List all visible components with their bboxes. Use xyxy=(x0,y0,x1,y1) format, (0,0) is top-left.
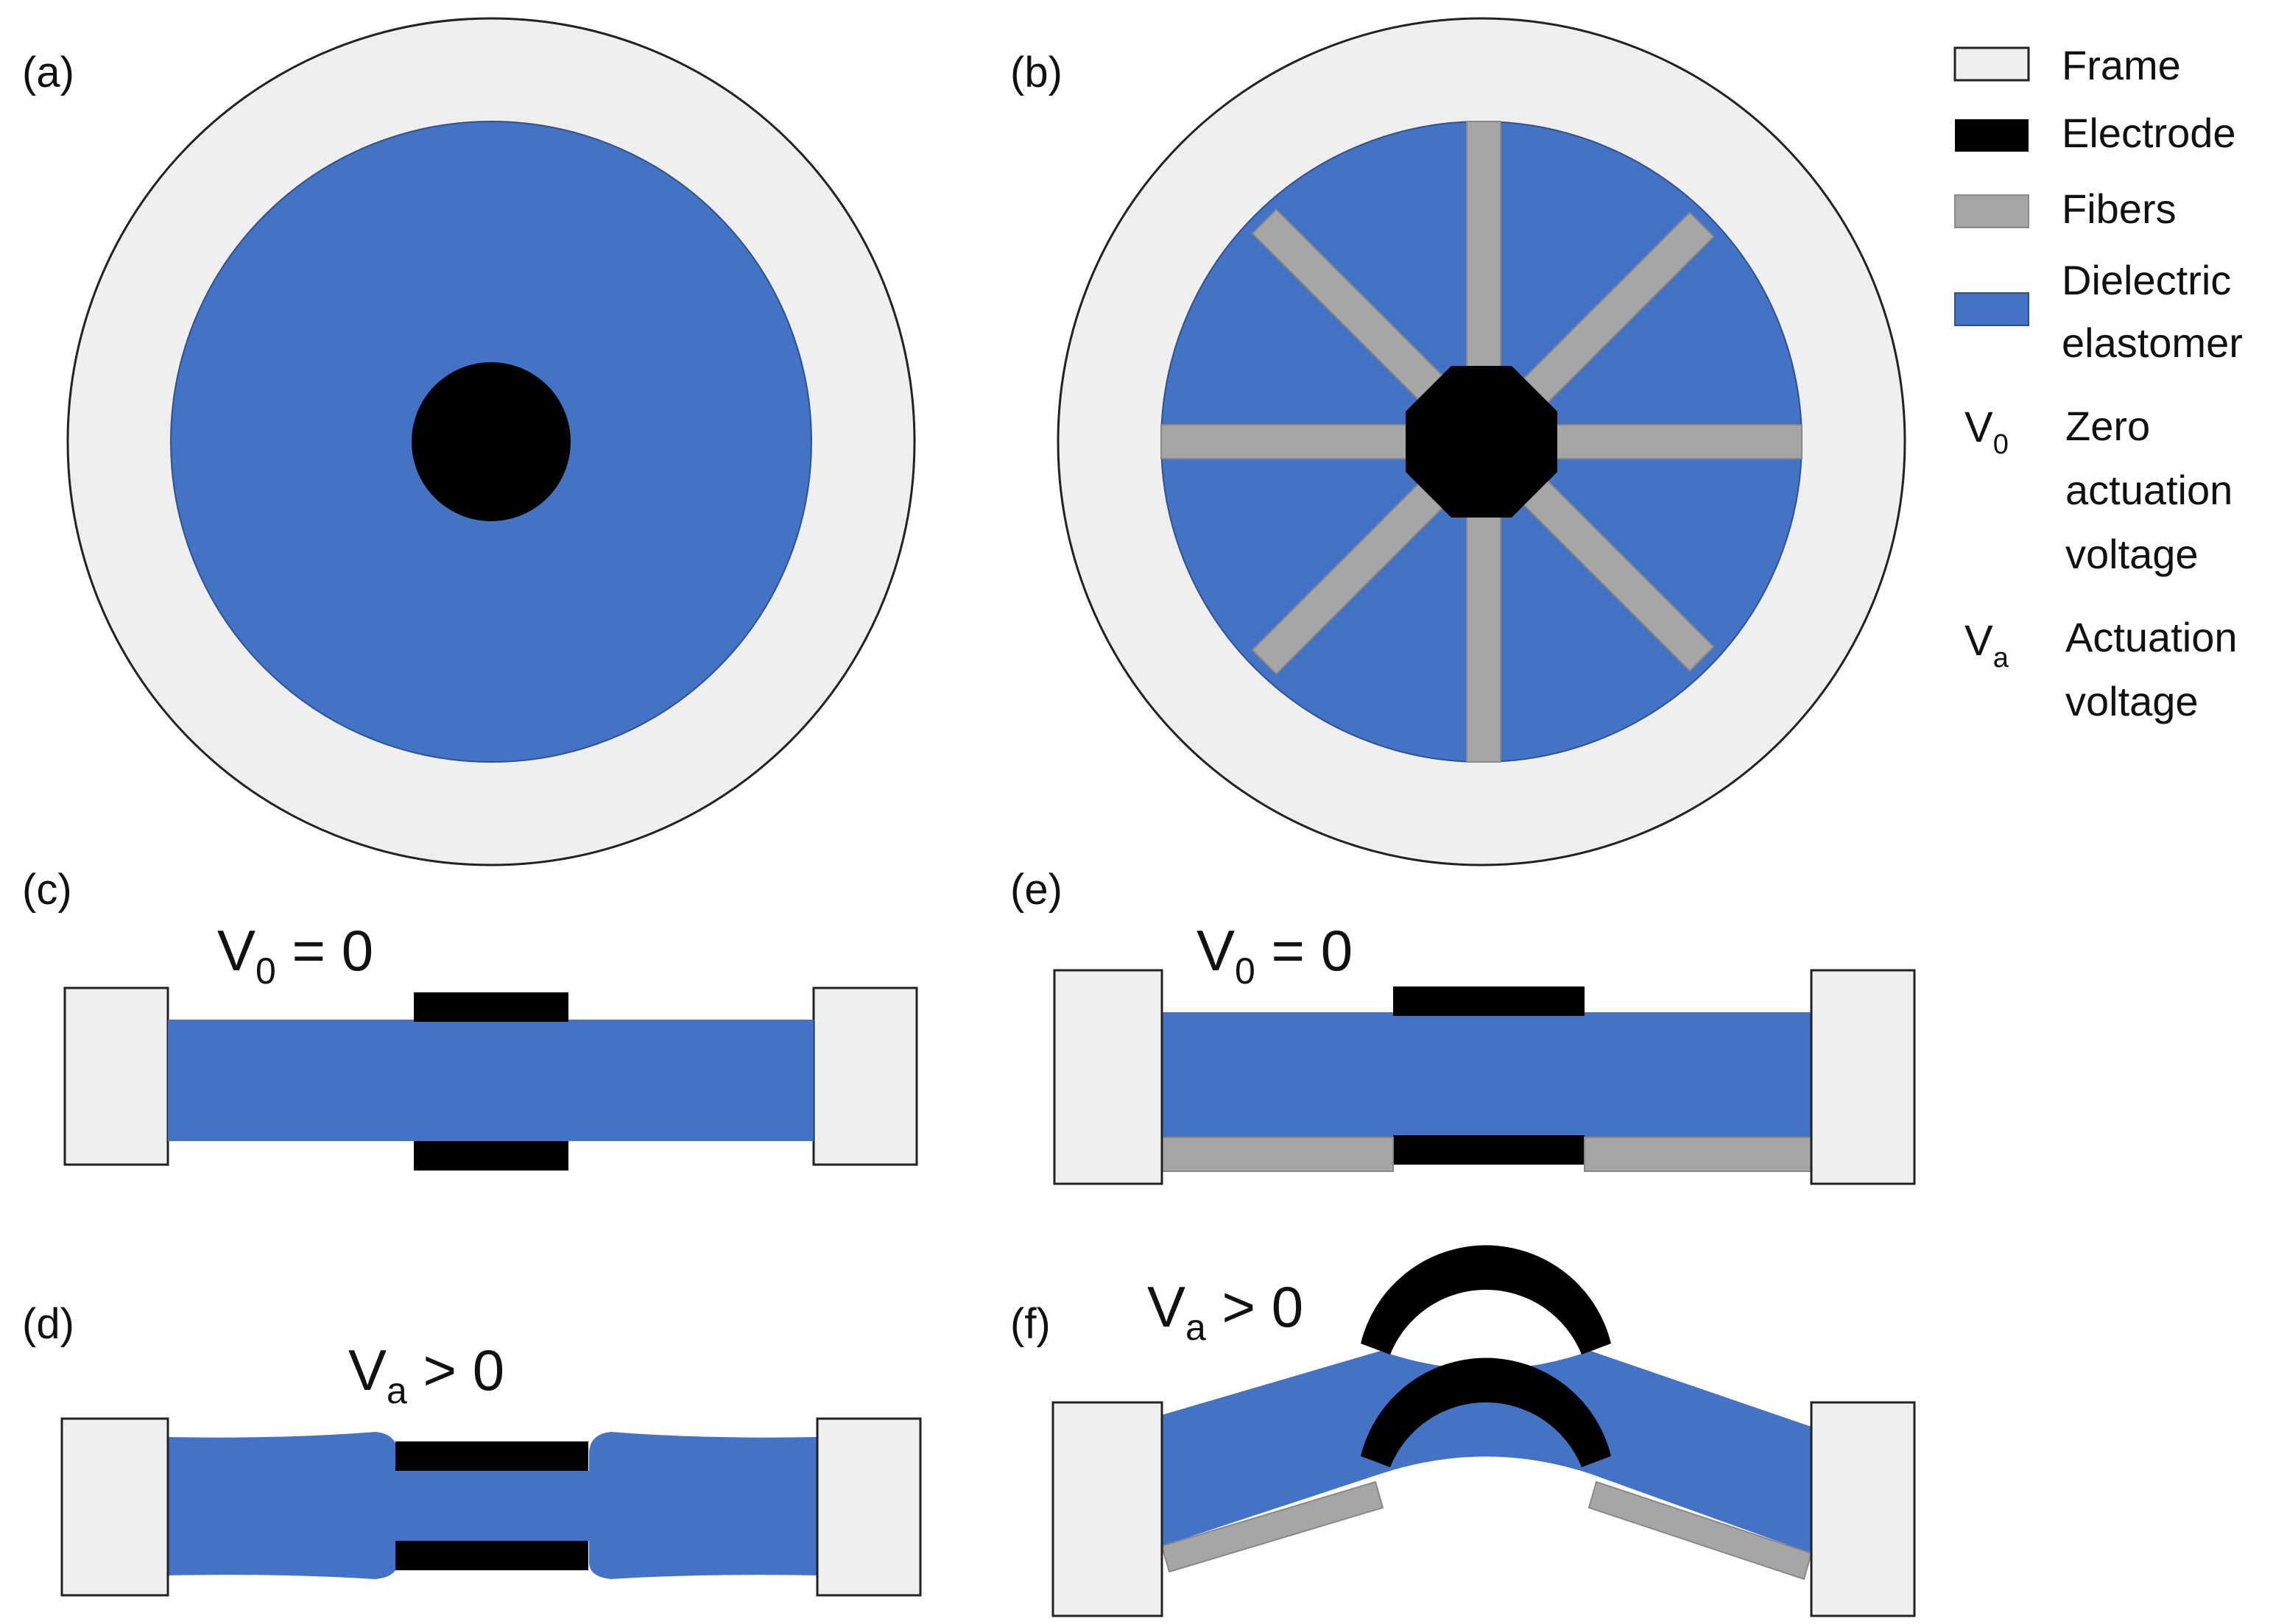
electrode-bottom-f xyxy=(1361,1358,1611,1467)
legend-dielectric-swatch xyxy=(1954,292,2029,326)
panel-c-label: (c) xyxy=(22,866,72,914)
frame-right-e xyxy=(1810,969,1916,1185)
frame-left-d xyxy=(60,1417,169,1597)
panel-d: (d) Va > 0 xyxy=(22,1300,922,1597)
frame-left-c xyxy=(63,986,169,1166)
legend-electrode-label: Electrode xyxy=(2062,110,2236,156)
legend-frame-swatch xyxy=(1953,46,2030,82)
electrode-top-d xyxy=(395,1441,588,1471)
legend-fibers-label: Fibers xyxy=(2062,186,2177,232)
electrode-top-e xyxy=(1393,986,1585,1016)
legend-electrode-swatch xyxy=(1955,119,2029,152)
panel-f-voltage: Va > 0 xyxy=(1147,1274,1303,1348)
legend-fibers-swatch xyxy=(1954,194,2029,228)
dielectric-thin-center-d xyxy=(394,1471,593,1541)
dielectric-bent-f xyxy=(1162,1351,1811,1553)
electrode-bottom-c xyxy=(414,1141,568,1171)
panel-c: (c) V0 = 0 xyxy=(22,866,918,1171)
frame-right-f xyxy=(1810,1401,1916,1617)
panel-e-label: (e) xyxy=(1010,866,1063,914)
electrode-bottom-d xyxy=(395,1541,588,1570)
frame-right-d xyxy=(816,1417,922,1597)
legend-dielectric-line1: Dielectric xyxy=(2062,257,2231,303)
frame-left-f xyxy=(1051,1401,1163,1617)
panel-b: (b) xyxy=(1010,17,1906,866)
electrode-top-f xyxy=(1361,1245,1611,1355)
panel-f: (f) Va > 0 xyxy=(1010,1245,1916,1617)
legend-frame-label: Frame xyxy=(2062,42,2181,88)
panel-e-voltage: V0 = 0 xyxy=(1197,918,1353,992)
electrode-disk-a xyxy=(412,362,571,521)
dielectric-bulge-left-d xyxy=(168,1432,398,1579)
panel-a-label: (a) xyxy=(22,49,74,96)
legend-va-line1: Actuation xyxy=(2065,614,2238,660)
electrode-top-c xyxy=(414,992,568,1022)
panel-f-label: (f) xyxy=(1010,1300,1051,1348)
legend: Frame Electrode Fibers Dielectric elasto… xyxy=(1953,42,2243,724)
legend-va-symbol: Va xyxy=(1964,617,2009,674)
panel-e: (e) V0 = 0 xyxy=(1010,866,1916,1185)
dielectric-layer-e xyxy=(1162,1012,1811,1137)
fiber-right-f xyxy=(1587,1480,1813,1581)
legend-v0-line3: voltage xyxy=(2065,531,2199,577)
dielectric-layer-c xyxy=(168,1020,814,1141)
panel-d-voltage: Va > 0 xyxy=(348,1338,504,1411)
frame-left-e xyxy=(1053,969,1163,1185)
legend-v0-symbol: V0 xyxy=(1964,403,2009,460)
dielectric-bulge-right-d xyxy=(589,1432,817,1579)
fiber-left-f xyxy=(1160,1480,1384,1573)
legend-v0-line1: Zero xyxy=(2065,403,2150,449)
panel-b-label: (b) xyxy=(1010,49,1063,96)
legend-va-line2: voltage xyxy=(2065,678,2199,724)
panel-c-voltage: V0 = 0 xyxy=(217,918,373,992)
legend-v0-line2: actuation xyxy=(2065,467,2233,513)
electrode-bottom-e xyxy=(1393,1135,1585,1165)
fiber-right-e xyxy=(1584,1137,1812,1172)
panel-d-label: (d) xyxy=(22,1300,74,1348)
legend-dielectric-line2: elastomer xyxy=(2062,319,2243,366)
electrode-octagon-b xyxy=(1406,366,1557,518)
frame-right-c xyxy=(812,986,918,1166)
fiber-left-e xyxy=(1161,1137,1394,1172)
panel-a: (a) xyxy=(22,17,916,866)
